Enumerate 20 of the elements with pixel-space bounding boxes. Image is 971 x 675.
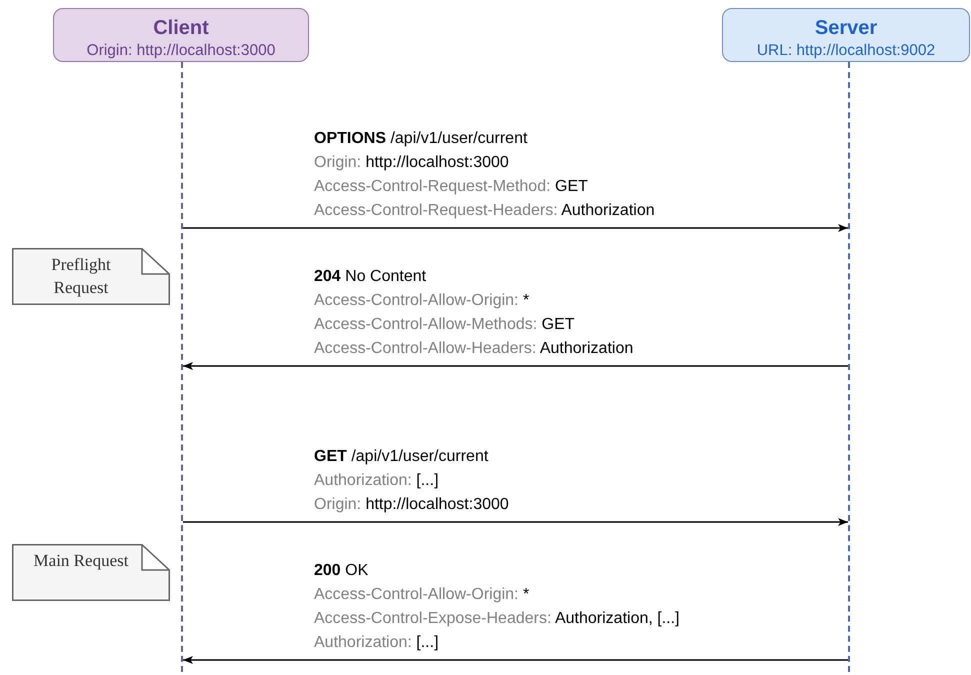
- edge-label: 204 No Content Access-Control-Allow-Origin: * Access-Control-Allow-Methods: GET Access-Control-Allow-Headers: Authorization: [314, 267, 634, 359]
- edge-label: OPTIONS /api/v1/user/current Origin: http://localhost:3000 Access-Control-Request-Method: GET Access-Control-Request-Headers: Authorization: [314, 129, 655, 221]
- note-text: Preflight Request: [50, 254, 112, 299]
- message-arrow: [183, 224, 848, 232]
- note-text: Main Request: [34, 550, 128, 572]
- note-box: [12, 544, 170, 601]
- participant-name: Server: [814, 16, 878, 41]
- lifeline: [848, 62, 850, 672]
- edge-label: 200 OK Access-Control-Allow-Origin: * Access-Control-Expose-Headers: Authorization, [...] Authorization: [...]: [314, 561, 680, 653]
- participant-url: URL: http://localhost:9002: [756, 41, 936, 61]
- note-box: [12, 248, 170, 305]
- message-arrow: [183, 656, 848, 664]
- message-arrow: [183, 362, 848, 370]
- participant-box: [53, 8, 309, 62]
- edge-label: GET /api/v1/user/current Authorization: [...] Origin: http://localhost:3000: [314, 447, 509, 515]
- participant-url: Origin: http://localhost:3000: [86, 41, 276, 61]
- participant-box: [722, 8, 970, 62]
- lifeline: [181, 62, 183, 672]
- participant-name: Client: [153, 16, 209, 41]
- message-arrow: [183, 518, 848, 526]
